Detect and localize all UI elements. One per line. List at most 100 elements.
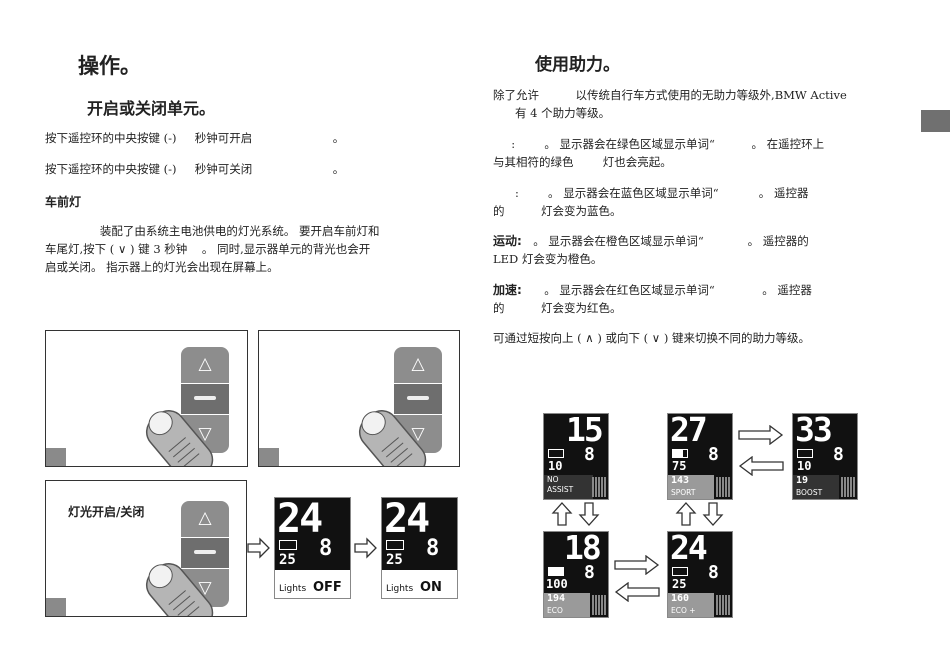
assist-title: 使用助力。 [535,55,620,75]
right-arrow-icon [614,555,660,575]
assist-sport: 。 显示器会在橙色区域显示单词“ 。 遥控器的 LED 灯会变为橙色。 [493,234,809,266]
display-eco: 18 8 100 194 ECO [543,528,609,618]
center-button [181,538,229,568]
lights-toggle-label: 灯光开启/关闭 [68,505,145,519]
bar-graph [592,595,606,615]
remote-illustration-lights: 灯光开启/关闭 △ ▽ [45,480,247,617]
lights-caption: Lights ON [382,570,457,598]
level-value: 8 [584,444,595,465]
display-eco-plus: 24 8 25 160 ECO + [667,528,733,618]
level-value: 8 [833,444,844,465]
left-arrow-icon [614,582,660,602]
level-value: 8 [319,536,333,561]
battery-value: 25 [672,577,687,591]
bar-graph [841,477,855,497]
battery-value: 75 [672,459,687,473]
page-title: 操作。 [78,54,141,78]
remote-illustration-1: △ ▽ [45,330,248,467]
mode-name: NO ASSIST [544,475,593,499]
remote-control: △ ▽ [394,347,442,453]
display-lights-off: 24 8 25 Lights OFF [274,496,351,599]
power-on-instruction: 按下遥控环的中央按键 (-) 秒钟可开启 。 [45,131,345,145]
display-boost: 33 8 10 19 BOOST [792,410,858,500]
remote-control: △ ▽ [181,501,229,607]
mode-name: BOOST [796,488,823,497]
finger-press-icon [145,410,214,466]
speed-value: 24 [670,528,708,567]
speed-value: 33 [795,410,833,449]
assist-eco: : 。 显示器会在绿色区域显示单词“ 。 在遥控环上 与其相符的绿色 灯也会亮起… [493,137,825,169]
bar-graph [716,477,730,497]
display-lights-on: 24 8 25 Lights ON [381,496,458,599]
boost-label: 加速: [493,283,522,297]
sport-label: 运动: [493,234,522,248]
mode-name: SPORT [671,488,696,497]
center-button [181,384,229,414]
down-arrow-icon: ▽ [411,424,425,444]
finger-press-icon [358,410,427,466]
battery-icon [672,449,688,458]
page-edge-tab [921,110,950,132]
finger-press-icon [145,563,214,616]
up-button: △ [181,501,229,537]
speed-value: 24 [277,496,323,542]
battery-value: 10 [797,459,812,473]
level-value: 8 [426,536,440,561]
battery-icon [279,540,297,550]
display-no-assist: 15 8 10 NO ASSIST [543,410,609,500]
battery-icon [548,449,564,458]
mode-bar: 160 ECO + [668,593,714,617]
lights-caption: Lights OFF [275,570,350,598]
assist-eco-plus: : 。 显示器会在蓝色区域显示单词“ 。 遥控器 的 灯会变为蓝色。 [493,186,809,218]
assist-boost: 。 显示器会在红色区域显示单词“ 。 遥控器 的 灯会变为红色。 [493,283,812,315]
level-value: 8 [584,562,595,583]
up-button: △ [181,347,229,383]
mode-name: ECO + [671,606,696,615]
up-arrow-icon: △ [198,354,212,374]
speed-value: 27 [670,410,708,449]
mode-bar: 194 ECO [544,593,590,617]
right-arrow-icon [247,537,270,559]
range-value: 160 [671,593,690,604]
up-down-arrows-icon [551,502,600,526]
section-title-power: 开启或关闭单元。 [87,99,216,118]
right-arrow-icon [738,425,784,445]
corner-marker [46,448,66,466]
up-arrow-icon: △ [198,508,212,528]
battery-icon [672,567,688,576]
up-arrow-icon: △ [411,354,425,374]
battery-icon [386,540,404,550]
mode-name: ECO [547,606,563,615]
battery-icon [548,567,564,576]
right-arrow-icon [354,537,377,559]
range-value: 194 [547,593,566,604]
mode-bar: 19 BOOST [793,475,839,499]
level-value: 8 [708,444,719,465]
corner-marker [259,448,279,466]
mode-bar: 143 SPORT [668,475,714,499]
section-title-lights: 车前灯 [45,195,82,209]
up-down-arrows-icon [675,502,724,526]
speed-value: 18 [564,528,602,567]
battery-value: 25 [386,552,403,568]
lights-paragraph: 装配了由系统主电池供电的灯光系统。 要开启车前灯和 车尾灯,按下 ( ∨ ) 键… [45,224,380,274]
assist-intro: 除了允许 以传统自行车方式使用的无助力等级外,BMW Active 有 4 个助… [493,88,847,120]
bar-graph [716,595,730,615]
range-value: 143 [671,475,690,486]
speed-value: 15 [566,410,604,449]
left-arrow-icon [738,456,784,476]
up-button: △ [394,347,442,383]
battery-value: 25 [279,552,296,568]
battery-value: 10 [548,459,563,473]
battery-value: 100 [546,577,568,591]
remote-illustration-2: △ ▽ [258,330,460,467]
level-value: 8 [708,562,719,583]
bar-graph [592,477,606,497]
center-button [394,384,442,414]
assist-switch-hint: 可通过短按向上 ( ∧ ) 或向下 ( ∨ ) 键来切换不同的助力等级。 [493,331,811,345]
corner-marker [46,598,66,616]
speed-value: 24 [384,496,430,542]
range-value: 19 [796,475,809,486]
battery-icon [797,449,813,458]
down-arrow-icon: ▽ [198,424,212,444]
